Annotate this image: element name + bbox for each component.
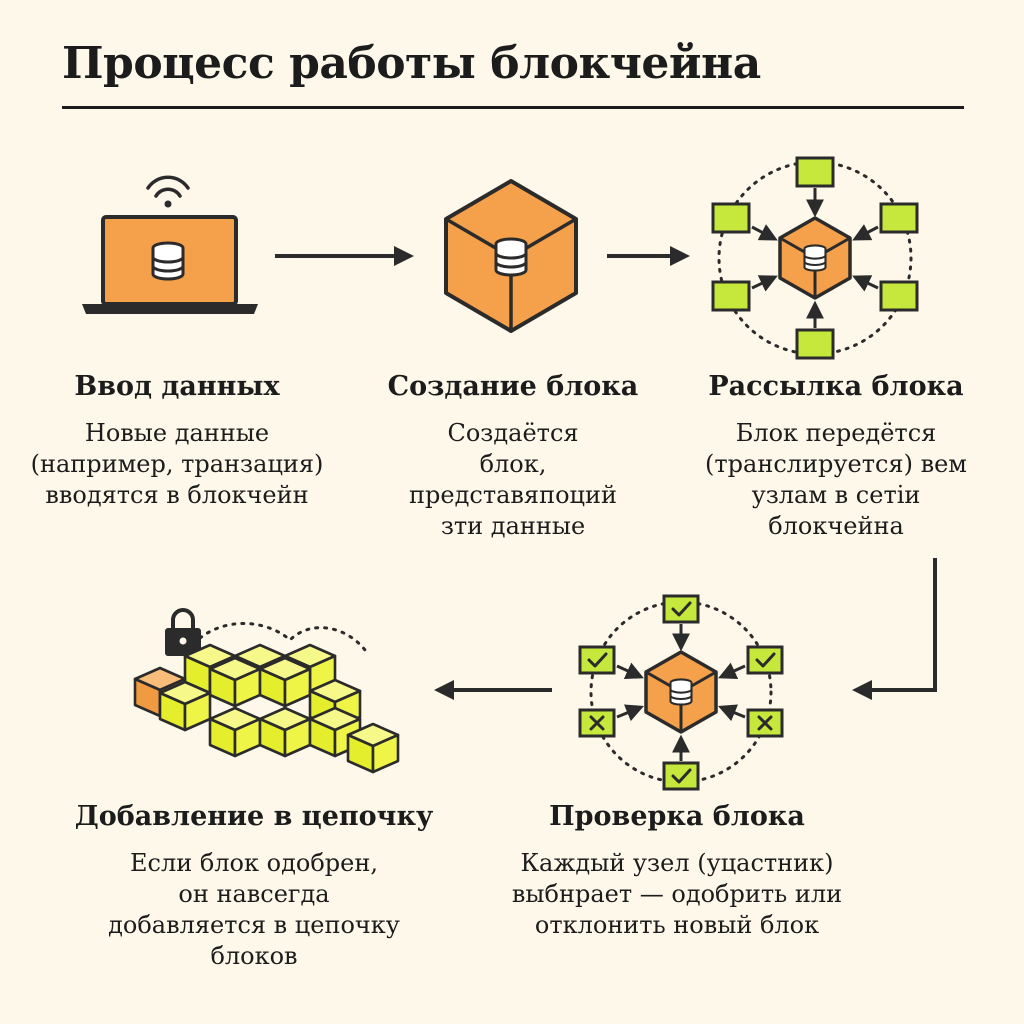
network-broadcast-icon — [711, 156, 919, 360]
step-description: Блок передётся (транслируется) вем узлам… — [705, 419, 967, 540]
lock-icon — [165, 608, 201, 656]
step-heading: Добавление в цепочку — [74, 801, 434, 832]
page-title: Процесс работы блокчейна — [62, 38, 761, 89]
step-add-to-chain: Добавление в цепочку Если блок одобрен, … — [54, 801, 454, 972]
step-heading: Проверка блока — [549, 801, 805, 832]
block-chain-icon — [133, 608, 400, 774]
step-create-block: Создание блока Создаётся блок, представя… — [363, 371, 663, 542]
step-heading: Создание блока — [387, 371, 639, 402]
step-heading: Рассылка блока — [708, 371, 964, 402]
step-verify-block: Проверка блока Каждый узел (уцастник) вы… — [497, 801, 857, 941]
step-input-data: Ввод данных Новые данные (например, тран… — [22, 371, 332, 511]
network-verify-icon — [578, 594, 784, 791]
step-description: Новые данные (например, транзация) вводя… — [30, 419, 324, 509]
title-divider — [62, 106, 964, 109]
laptop-database-icon — [82, 175, 258, 314]
cube-database-icon — [444, 179, 578, 333]
arrow-3-to-4 — [852, 558, 937, 700]
step-description: Если блок одобрен, он навсегда добавляет… — [108, 849, 400, 970]
step-description: Каждый узел (уцастник) выбнрает — одобри… — [511, 849, 843, 939]
step-broadcast-block: Рассылка блока Блок передётся (транслиру… — [668, 371, 1004, 542]
step-description: Создаётся блок, представяпоций зти данны… — [409, 419, 617, 540]
step-heading: Ввод данных — [74, 371, 280, 402]
